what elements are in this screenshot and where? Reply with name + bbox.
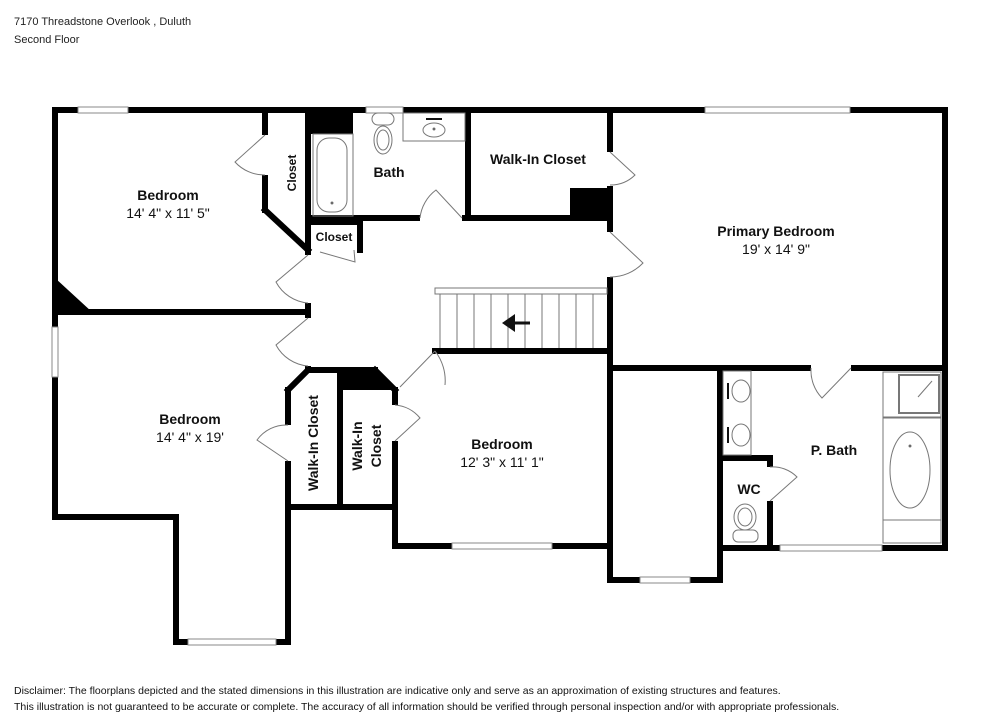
svg-text:Closet: Closet xyxy=(285,155,299,192)
disclaimer-line-1: Disclaimer: The floorplans depicted and … xyxy=(14,685,781,697)
svg-text:Walk-In: Walk-In xyxy=(349,421,365,470)
svg-text:Closet: Closet xyxy=(368,424,384,467)
svg-text:14' 4" x 11' 5": 14' 4" x 11' 5" xyxy=(126,205,210,221)
room-closet-1: Closet xyxy=(285,155,299,192)
toilet-icon xyxy=(371,112,395,155)
wall-blocks xyxy=(55,110,610,390)
svg-text:12' 3" x 11' 1": 12' 3" x 11' 1" xyxy=(460,454,544,470)
floor-label: Second Floor xyxy=(14,34,80,46)
svg-text:Walk-In Closet: Walk-In Closet xyxy=(490,151,586,167)
disclaimer-line-2: This illustration is not guaranteed to b… xyxy=(14,701,840,713)
room-bath: Bath xyxy=(373,164,404,180)
room-closet-2: Closet xyxy=(316,230,353,244)
svg-text:Bedroom: Bedroom xyxy=(471,436,532,452)
soaking-tub-icon xyxy=(882,417,942,544)
room-primary-bedroom: Primary Bedroom 19' x 14' 9" xyxy=(717,223,834,257)
staircase xyxy=(434,287,608,348)
wc-toilet-icon xyxy=(732,503,759,543)
room-walk-in-closet-2: Walk-In Closet xyxy=(305,395,321,491)
bathtub-icon xyxy=(312,133,354,217)
shower-icon xyxy=(882,371,942,418)
windows xyxy=(51,106,883,646)
svg-text:WC: WC xyxy=(737,481,760,497)
room-bedroom-2: Bedroom 14' 4" x 19' xyxy=(156,411,224,445)
svg-text:Walk-In Closet: Walk-In Closet xyxy=(305,395,321,491)
property-address: 7170 Threadstone Overlook , Duluth xyxy=(14,16,192,28)
svg-text:Bedroom: Bedroom xyxy=(137,187,198,203)
room-bedroom-1: Bedroom 14' 4" x 11' 5" xyxy=(126,187,210,221)
svg-text:Primary Bedroom: Primary Bedroom xyxy=(717,223,834,239)
arrow-left-icon xyxy=(502,314,530,332)
room-walk-in-closet-3: Walk-In Closet xyxy=(349,421,384,470)
svg-text:P. Bath: P. Bath xyxy=(811,442,857,458)
room-wc: WC xyxy=(737,481,760,497)
svg-text:19' x 14' 9": 19' x 14' 9" xyxy=(742,241,810,257)
sink-icon xyxy=(402,112,466,142)
svg-text:14' 4" x 19': 14' 4" x 19' xyxy=(156,429,224,445)
double-vanity-icon xyxy=(722,370,752,456)
doors xyxy=(234,134,852,502)
svg-text:Bath: Bath xyxy=(373,164,404,180)
svg-text:Bedroom: Bedroom xyxy=(159,411,220,427)
room-walk-in-closet-1: Walk-In Closet xyxy=(490,151,586,167)
svg-text:Closet: Closet xyxy=(316,230,353,244)
room-bedroom-3: Bedroom 12' 3" x 11' 1" xyxy=(460,436,544,470)
room-primary-bath: P. Bath xyxy=(811,442,857,458)
